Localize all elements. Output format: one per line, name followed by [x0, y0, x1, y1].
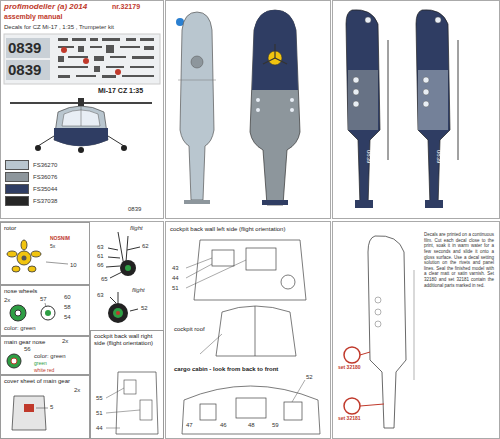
legend-text: FS36076 [33, 174, 57, 181]
callout-number: 56 [24, 346, 31, 353]
text-label: cockpit roof [174, 326, 205, 333]
color-swatch [5, 184, 29, 194]
section-box: rotor [0, 222, 90, 285]
callout-number: 44 [172, 275, 179, 282]
text-label: 2x [74, 387, 80, 394]
callout-number: 0839 [8, 62, 41, 79]
legend-text: FS37038 [33, 198, 57, 205]
callout-number: 47 [186, 422, 193, 429]
callout-number: 0839 [251, 191, 264, 198]
callout-number: 51 [96, 410, 103, 417]
text-label: green [34, 361, 47, 367]
color-swatch [5, 160, 29, 170]
text-label: 5x [50, 244, 55, 250]
text-label: cargo cabin - look from back to front [174, 366, 278, 373]
text-label: flight [130, 225, 143, 232]
callout-number: 43 [172, 265, 179, 272]
section-heading: nose wheels [1, 286, 89, 297]
text-label: Mi-17 CZ 1:35 [98, 87, 143, 95]
color-swatch [5, 172, 29, 182]
text-label: set 32181 [338, 416, 361, 422]
text-label: 2x [4, 297, 10, 304]
callout-number: 46 [220, 422, 227, 429]
callout-number: 0839 [365, 150, 372, 163]
callout-number: 55 [96, 395, 103, 402]
callout-number: 52 [141, 305, 148, 312]
text-label: profimodeller (a) 2014 [4, 3, 87, 12]
callout-number: 5 [50, 404, 53, 411]
section-heading: rotor [1, 223, 89, 234]
callout-number: 60 [64, 294, 71, 301]
legend-text: FS35044 [33, 186, 57, 193]
section-box: cover sheet of main gear [0, 375, 90, 439]
text-label: white red [34, 368, 54, 374]
text-label: color: green [34, 353, 66, 360]
callout-number: 63 [97, 292, 104, 299]
callout-number: 65 [101, 276, 108, 283]
text-label: 2x [62, 338, 68, 345]
callout-number: 58 [64, 304, 71, 311]
text-label: Decals are printed on a continuous film.… [424, 232, 494, 288]
callout-number: 59 [272, 422, 279, 429]
callout-number: 63 [97, 244, 104, 251]
callout-number: 66 [97, 262, 104, 269]
text-label: color: green [4, 325, 36, 332]
section-heading: main gear nose [1, 337, 89, 348]
callout-number: 52 [306, 374, 313, 381]
callout-number: 0839 [8, 40, 41, 57]
callout-number: 61 [97, 253, 104, 260]
callout-number: 0839 [128, 206, 141, 213]
callout-number: 44 [96, 425, 103, 432]
text-label: NOSNIM [50, 236, 70, 242]
callout-number: 51 [172, 285, 179, 292]
legend-text: FS36270 [33, 162, 57, 169]
callout-number: 54 [64, 314, 71, 321]
callout-number: 0839 [435, 150, 442, 163]
text-label: Decals for CZ Mi-17 , 1:35 , Trumpeter k… [4, 24, 114, 31]
section-heading: cockpit back wall right side (flight ori… [91, 331, 163, 349]
text-label: nr.32179 [112, 3, 140, 11]
callout-number: 57 [40, 296, 47, 303]
text-label: cockpit back wall left side (flight orie… [170, 226, 285, 233]
section-box: cockpit back wall right side (flight ori… [90, 330, 164, 439]
color-swatch [5, 196, 29, 206]
callout-number: 48 [248, 422, 255, 429]
text-label: set 32180 [338, 365, 361, 371]
callout-number: 10 [70, 262, 77, 269]
callout-number: 62 [142, 243, 149, 250]
section-heading: cover sheet of main gear [1, 376, 89, 387]
text-label: flight [132, 287, 145, 294]
text-label: assembly manual [4, 13, 62, 21]
